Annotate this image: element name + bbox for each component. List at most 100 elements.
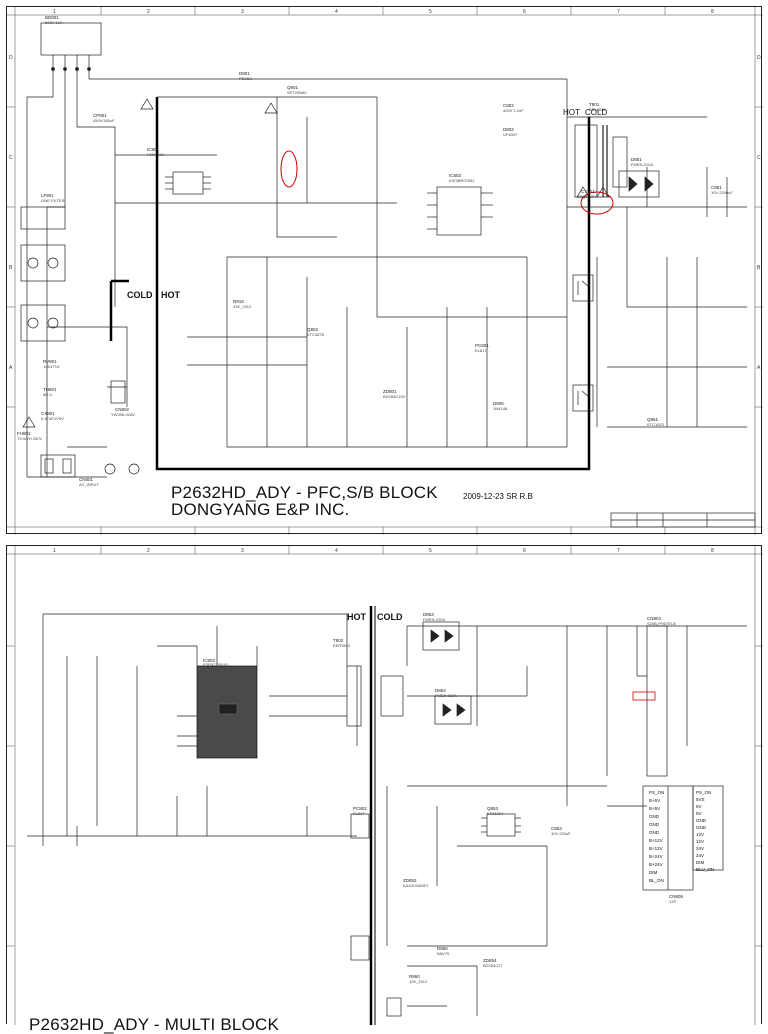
svg-text:BZX84C27: BZX84C27 — [483, 963, 503, 968]
svg-text:AC_INPUT: AC_INPUT — [79, 482, 99, 487]
output-diode-d851 — [618, 170, 660, 198]
connector-pin-label: PS_ON — [696, 790, 712, 795]
svg-text:10K_2012: 10K_2012 — [409, 979, 428, 984]
svg-text:UF4007: UF4007 — [503, 132, 518, 137]
output-diode-d853 — [422, 621, 460, 651]
svg-text:A: A — [9, 365, 13, 371]
revision-date: 2009-12-23 SR R.B — [463, 492, 533, 501]
svg-text:D851: D851 — [631, 157, 642, 162]
svg-text:ZD854: ZD854 — [483, 958, 497, 963]
svg-text:4: 4 — [335, 548, 338, 554]
connector-pin-label: B+5V — [649, 806, 661, 811]
pfc-sb-schematic-drawing: 1 2 3 4 5 6 7 8 D C B A D C B A — [7, 7, 763, 535]
svg-text:CP801: CP801 — [93, 113, 107, 118]
connector-pin-label: DIM — [696, 860, 705, 865]
svg-text:FH801: FH801 — [17, 431, 31, 436]
svg-text:IC801: IC801 — [147, 147, 160, 152]
connector-pin-label: B+12V — [649, 838, 663, 843]
svg-text:B: B — [757, 265, 761, 271]
sheet2-highlight — [632, 691, 656, 701]
svg-text:D854: D854 — [435, 688, 446, 693]
cold-zone-label: COLD — [127, 290, 153, 300]
svg-text:33K_2012: 33K_2012 — [233, 304, 252, 309]
connector-pin-label: B+24V — [649, 854, 663, 859]
svg-text:Q853: Q853 — [487, 806, 499, 811]
svg-text:FAN7930: FAN7930 — [147, 152, 164, 157]
connector-pin-label: GND — [696, 825, 706, 830]
svg-text:D853: D853 — [423, 612, 434, 617]
svg-text:KTA1024: KTA1024 — [487, 811, 504, 816]
svg-text:PC802: PC802 — [353, 806, 367, 811]
svg-text:470pF 3KV: 470pF 3KV — [577, 194, 597, 199]
opamp-ic-q853 — [481, 813, 521, 837]
connector-pin-label: GND — [649, 822, 659, 827]
connector-pin-label: BL_ON — [649, 878, 664, 883]
svg-text:D: D — [757, 55, 761, 61]
connector-pin-label: GND — [649, 830, 659, 835]
svg-text:PC801: PC801 — [475, 343, 489, 348]
resonant-controller-ic802 — [196, 665, 258, 759]
output-diode-d854 — [434, 695, 472, 725]
svg-text:FMEN-210A: FMEN-210A — [631, 162, 653, 167]
company-name: DONGYANG E&P INC. — [171, 500, 350, 519]
svg-text:C: C — [9, 155, 13, 161]
svg-text:B: B — [9, 265, 13, 271]
svg-text:PS3SS: PS3SS — [239, 76, 252, 81]
sheet2-cold-label: COLD — [377, 612, 403, 622]
svg-text:R860: R860 — [409, 974, 420, 979]
svg-text:S20B-PHDSS-B: S20B-PHDSS-B — [647, 621, 676, 626]
hot-zone-label: HOT — [161, 290, 180, 300]
svg-text:IC802: IC802 — [203, 658, 216, 663]
connector-cn804 — [646, 625, 668, 777]
svg-text:3: 3 — [241, 548, 244, 554]
svg-text:EEL2826: EEL2826 — [589, 107, 606, 112]
svg-text:14D471K: 14D471K — [43, 364, 60, 369]
hot-side-label: HOT — [563, 108, 580, 117]
connector-pin-label: GND — [649, 814, 659, 819]
svg-text:CN801: CN801 — [79, 477, 94, 482]
svg-text:EL817: EL817 — [353, 811, 365, 816]
connector-pin-label: 12V — [696, 832, 705, 837]
transformer-t802 — [346, 606, 404, 1025]
connector-pin-label: PS_ON — [649, 790, 665, 795]
svg-text:D856: D856 — [437, 946, 448, 951]
svg-text:C: C — [757, 155, 761, 161]
svg-text:T801: T801 — [589, 102, 600, 107]
svg-text:KTC3875: KTC3875 — [307, 332, 325, 337]
svg-text:Q801: Q801 — [287, 85, 299, 90]
svg-text:450V/180uF: 450V/180uF — [93, 118, 115, 123]
mosfet-q853 — [350, 813, 402, 1017]
svg-text:10V 2200uF: 10V 2200uF — [711, 190, 733, 195]
svg-text:FMEN-220A: FMEN-220A — [423, 617, 445, 622]
svg-text:6: 6 — [523, 9, 526, 15]
svg-text:BAV70: BAV70 — [437, 951, 450, 956]
svg-text:400V 2.2nF: 400V 2.2nF — [503, 108, 524, 113]
svg-text:D802: D802 — [503, 127, 514, 132]
svg-text:CN805: CN805 — [669, 894, 684, 899]
svg-text:0.47uF/275V: 0.47uF/275V — [41, 416, 64, 421]
caution-symbols — [22, 98, 610, 428]
svg-text:1: 1 — [53, 9, 56, 15]
svg-text:A: A — [757, 365, 761, 371]
svg-text:7: 7 — [617, 548, 620, 554]
svg-text:7: 7 — [617, 9, 620, 15]
connector-pin-label: 5V — [696, 804, 702, 809]
main-wiring — [26, 69, 747, 478]
schematic-sheet-pfc-sb: 1 2 3 4 5 6 7 8 D C B A D C B A — [6, 6, 763, 535]
svg-text:8: 8 — [711, 9, 714, 15]
sheet2-grid-ticks — [7, 546, 763, 1025]
svg-text:CN802: CN802 — [115, 407, 130, 412]
svg-text:8: 8 — [711, 548, 714, 554]
connector-pin-label: B+12V — [649, 846, 663, 851]
highlight-markers — [280, 150, 614, 215]
svg-text:LF801: LF801 — [41, 193, 54, 198]
svg-text:3: 3 — [241, 9, 244, 15]
sheet2-wiring — [27, 613, 747, 1016]
line-filter-lf801 — [20, 206, 66, 342]
svg-text:C851: C851 — [711, 185, 722, 190]
svg-text:2: 2 — [147, 9, 150, 15]
svg-text:BZX84C15V: BZX84C15V — [383, 394, 406, 399]
svg-text:RV801: RV801 — [43, 359, 57, 364]
svg-text:5D-9: 5D-9 — [43, 392, 52, 397]
connector-pin-label: B+24V — [649, 862, 663, 867]
